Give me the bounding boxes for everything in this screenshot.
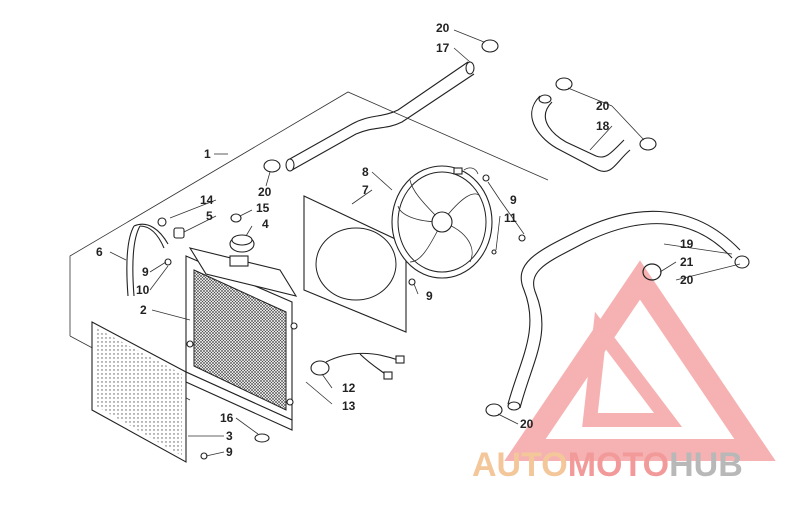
- callout-8: 8: [362, 165, 369, 179]
- lower-hose-icon: [507, 210, 741, 411]
- callout-18: 18: [596, 119, 610, 133]
- callout-4: 4: [262, 217, 269, 231]
- callout-17: 17: [436, 41, 450, 55]
- callout-3: 3: [226, 429, 233, 443]
- callout-15: 15: [256, 201, 270, 215]
- watermark-wordmark: AUTOMOTOHUB: [472, 446, 743, 484]
- radiator-icon: [185, 247, 298, 431]
- callout-6: 6: [96, 245, 103, 259]
- overflow-hose-icon: [126, 223, 169, 297]
- callout-11: 11: [504, 211, 517, 225]
- watermark-auto: AUTO: [472, 446, 568, 484]
- callout-14: 14: [200, 193, 214, 207]
- watermark-moto: MOTO: [568, 446, 669, 484]
- callout-20e: 20: [520, 417, 534, 431]
- callouts: 1 2 3 4 5 6 7 8 9 9 9 9 10 11 12 13 14 1…: [96, 21, 694, 459]
- drain-plug-icon: [254, 433, 270, 443]
- callout-20c: 20: [258, 185, 272, 199]
- cooling-fan-icon: [391, 165, 493, 279]
- thermo-switch-icon: [310, 352, 405, 380]
- callout-20b: 20: [596, 99, 610, 113]
- callout-2: 2: [140, 303, 147, 317]
- callout-9b: 9: [142, 265, 149, 279]
- fan-shroud-icon: [303, 195, 415, 333]
- hose-18-icon: [531, 94, 631, 172]
- leader-lines: [109, 29, 741, 457]
- screw-icons: [164, 174, 526, 460]
- callout-5: 5: [206, 209, 213, 223]
- callout-12: 12: [342, 381, 356, 395]
- radiator-cap-icon: [229, 234, 255, 253]
- callout-9a: 9: [510, 193, 517, 207]
- radiator-screen-icon: [91, 321, 187, 463]
- watermark-logo-icon: [504, 260, 776, 461]
- upper-hose-icon: [285, 61, 475, 172]
- callout-20d: 20: [680, 273, 694, 287]
- callout-13: 13: [342, 399, 356, 413]
- watermark-hub: HUB: [669, 446, 743, 484]
- callout-1: 1: [204, 147, 211, 161]
- callout-9d: 9: [226, 445, 233, 459]
- callout-9c: 9: [426, 289, 433, 303]
- callout-16: 16: [220, 411, 234, 425]
- hose-clamp-icons: [263, 39, 750, 417]
- callout-7: 7: [362, 183, 369, 197]
- callout-20a: 20: [436, 21, 450, 35]
- svg-text:AUTOMOTOHUB: AUTOMOTOHUB: [472, 446, 743, 484]
- callout-19: 19: [680, 237, 694, 251]
- fitting-icons: [157, 213, 242, 239]
- callout-21: 21: [680, 255, 694, 269]
- callout-10: 10: [136, 283, 150, 297]
